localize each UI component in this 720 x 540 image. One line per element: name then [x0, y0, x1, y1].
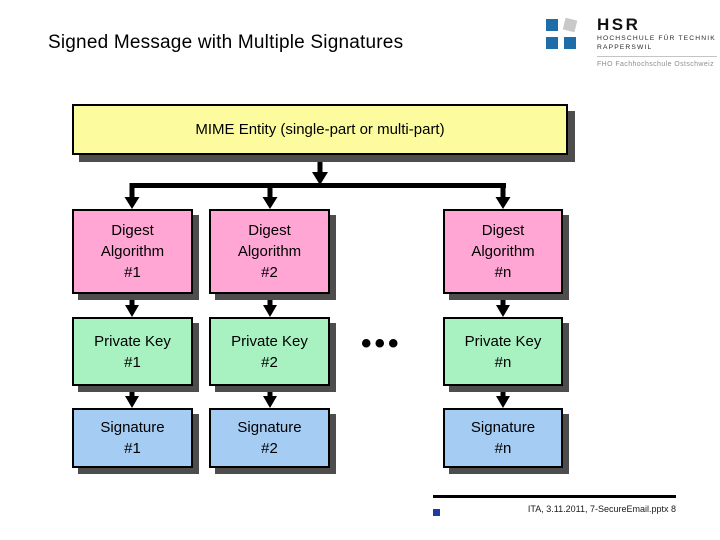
logo-acronym: HSR: [597, 15, 641, 34]
box-line: Algorithm: [100, 243, 165, 260]
box-line: #2: [261, 264, 278, 281]
footer-divider: [433, 495, 676, 498]
box-line: Private Key: [94, 332, 171, 350]
box-line: Signature: [237, 419, 302, 436]
signature-box-2: Signature #2: [209, 408, 330, 468]
signature-box-n: Signature #n: [443, 408, 563, 468]
logo-divider: [597, 56, 717, 57]
digest-box-2: Digest Algorithm #2: [209, 209, 330, 294]
private-key-box-2: Private Key #2: [209, 317, 330, 386]
mime-entity-box: MIME Entity (single-part or multi-part): [72, 104, 568, 155]
slide-title: Signed Message with Multiple Signatures: [48, 32, 404, 53]
box-line: #2: [261, 440, 278, 457]
logo-square-icon: [546, 37, 558, 49]
box-line: Digest: [248, 222, 291, 239]
footer-text: ITA, 3.11.2011, 7-SecureEmail.pptx 8: [527, 504, 676, 514]
logo-line2: RAPPERSWIL: [597, 44, 653, 51]
box-label: MIME Entity (single-part or multi-part): [195, 121, 445, 138]
digest-box-n: Digest Algorithm #n: [443, 209, 563, 294]
box-line: Signature: [100, 419, 165, 436]
box-line: #1: [124, 264, 141, 281]
box-line: Private Key: [464, 332, 542, 350]
box-line: Algorithm: [471, 243, 535, 260]
box-line: #2: [261, 353, 278, 371]
private-key-box-n: Private Key #n: [443, 317, 563, 386]
box-line: Digest: [481, 222, 525, 239]
logo-line1: HOCHSCHULE FÜR TECHNIK: [597, 35, 716, 42]
logo-square-icon: [546, 19, 558, 31]
footer-bullet-icon: [433, 509, 440, 516]
box-line: #1: [124, 440, 141, 457]
logo-square-icon: [564, 37, 576, 49]
box-line: Digest: [111, 222, 154, 239]
box-line: Signature: [470, 419, 536, 436]
private-key-box-1: Private Key #1: [72, 317, 193, 386]
logo-text-block: HSR HOCHSCHULE FÜR TECHNIK RAPPERSWIL FH…: [597, 16, 718, 68]
logo-square-icon: [562, 17, 578, 33]
box-line: Algorithm: [237, 243, 302, 260]
digest-box-1: Digest Algorithm #1: [72, 209, 193, 294]
logo-subline: FHO Fachhochschule Ostschweiz: [597, 61, 715, 68]
box-line: Private Key: [231, 332, 308, 350]
box-line: #n: [494, 264, 512, 281]
box-line: #1: [124, 353, 141, 371]
box-line: #n: [494, 440, 512, 457]
signature-box-1: Signature #1: [72, 408, 193, 468]
box-line: #n: [494, 353, 512, 371]
ellipsis-dots: •••: [361, 327, 402, 360]
